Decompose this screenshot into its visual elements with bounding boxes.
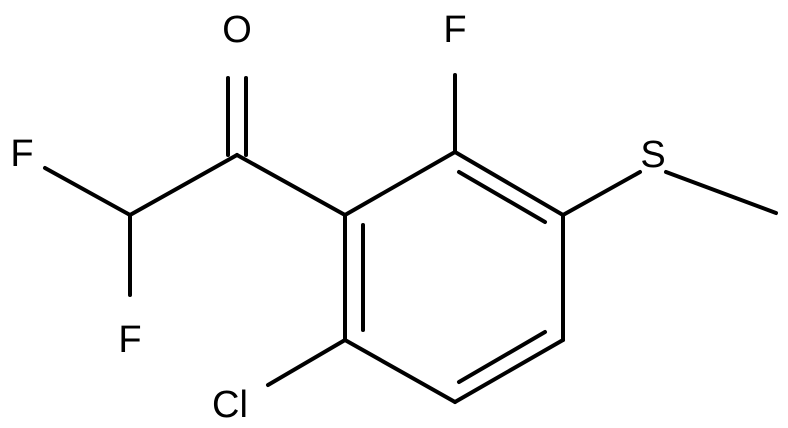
chlorine-label: Cl — [212, 384, 248, 426]
bond-ring-cl — [266, 338, 347, 387]
bond-carbonyl-chf2 — [128, 153, 239, 217]
bond-ring-s — [561, 170, 642, 217]
bond-ring-2-3-inner — [457, 170, 547, 224]
bond-ring-2-3 — [453, 150, 565, 217]
bond-ring-1-2 — [343, 150, 457, 217]
fluorine-bottom-label: F — [118, 319, 141, 361]
bond-carbonyl-ring — [235, 153, 347, 217]
bond-ring-4-5-inner — [457, 330, 547, 384]
fluorine-left-label: F — [10, 133, 33, 175]
bond-s-methyl — [664, 170, 778, 215]
bond-ring-4-5 — [453, 338, 565, 404]
bond-ring-5-6 — [343, 338, 457, 404]
oxygen-label: O — [222, 9, 252, 51]
bond-cf-left — [43, 166, 132, 217]
sulfur-label: S — [640, 134, 665, 176]
fluorine-top-label: F — [443, 9, 466, 51]
